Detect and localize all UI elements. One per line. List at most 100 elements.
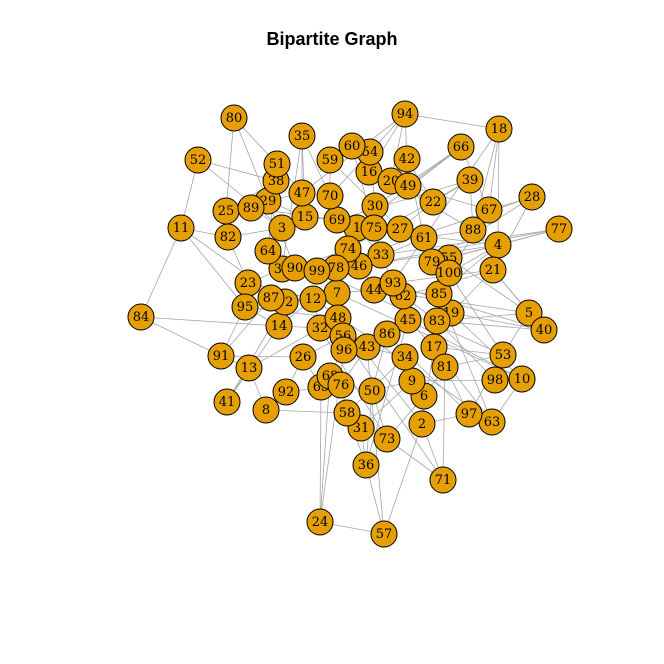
vertex-53: 53	[489, 341, 517, 369]
vertex-69: 69	[323, 206, 351, 234]
vertex-label: 92	[278, 385, 295, 400]
vertex-label: 27	[392, 222, 409, 237]
vertex-label: 67	[481, 203, 498, 218]
vertex-circle	[373, 320, 401, 348]
vertex-circle	[459, 216, 487, 244]
vertex-100: 100	[435, 259, 463, 287]
vertex-label: 59	[322, 153, 339, 168]
vertex-label: 73	[379, 432, 396, 447]
vertex-23: 23	[234, 269, 262, 297]
vertex-label: 6	[420, 389, 428, 404]
vertex-circle	[333, 399, 361, 427]
edge-2-57	[383, 423, 423, 535]
vertex-circle	[455, 400, 483, 428]
vertex-circle	[508, 365, 536, 393]
vertex-label: 38	[268, 174, 285, 189]
vertex-66: 66	[447, 133, 475, 161]
vertex-circle	[254, 237, 282, 265]
vertex-label: 39	[462, 173, 479, 188]
vertex-label: 30	[367, 199, 384, 214]
vertex-circle	[410, 224, 438, 252]
vertex-circle	[447, 133, 475, 161]
vertex-27: 27	[386, 215, 414, 243]
vertex-15: 15	[291, 203, 319, 231]
vertex-8: 8	[252, 396, 280, 424]
vertex-label: 52	[190, 153, 207, 168]
vertex-82: 82	[214, 223, 242, 251]
vertex-label: 85	[431, 287, 448, 302]
vertex-42: 42	[393, 145, 421, 173]
vertex-7: 7	[323, 279, 351, 307]
vertex-circle	[393, 145, 421, 173]
edge-18-93	[392, 128, 500, 284]
vertex-label: 22	[425, 195, 442, 210]
vertex-label: 12	[305, 292, 322, 307]
edge-84-14	[140, 316, 280, 327]
edge-94-18	[404, 113, 500, 130]
vertex-label: 2	[418, 417, 426, 432]
vertex-label: 95	[237, 300, 254, 315]
vertex-label: 66	[453, 140, 470, 155]
edge-91-26	[220, 355, 304, 358]
vertex-10: 10	[508, 365, 536, 393]
edge-53-100	[448, 272, 504, 356]
vertex-11: 11	[167, 214, 195, 242]
edge-11-95	[180, 227, 246, 308]
vertex-label: 23	[240, 276, 257, 291]
vertex-label: 75	[366, 221, 383, 236]
vertex-circle	[367, 241, 395, 269]
vertex-label: 93	[385, 276, 402, 291]
edge-5-55	[448, 257, 530, 314]
vertex-circle	[127, 303, 155, 331]
edge-71-56	[342, 335, 444, 481]
vertex-circle	[316, 146, 344, 174]
vertex-label: 63	[484, 415, 501, 430]
vertex-label: 3	[278, 221, 286, 236]
vertex-circle	[408, 410, 436, 438]
vertex-91: 91	[207, 342, 235, 370]
vertex-circle	[184, 146, 212, 174]
vertex-75: 75	[360, 214, 388, 242]
vertex-label: 31	[353, 421, 370, 436]
vertex-label: 71	[435, 473, 452, 488]
vertex-97: 97	[455, 400, 483, 428]
vertex-41: 41	[213, 388, 241, 416]
edge-66-30	[374, 146, 462, 207]
vertex-label: 91	[213, 349, 230, 364]
vertex-label: 24	[312, 515, 329, 530]
vertex-circle	[288, 122, 316, 150]
vertex-label: 21	[485, 263, 502, 278]
vertex-label: 34	[397, 350, 414, 365]
vertex-label: 53	[495, 348, 512, 363]
vertex-label: 36	[358, 458, 375, 473]
vertex-94: 94	[391, 100, 419, 128]
vertex-label: 74	[340, 242, 357, 257]
vertex-13: 13	[235, 354, 263, 382]
vertex-circle	[423, 307, 451, 335]
vertex-label: 45	[400, 313, 417, 328]
vertex-circle	[379, 269, 407, 297]
vertex-circle	[429, 466, 457, 494]
vertex-label: 42	[399, 152, 416, 167]
edge-98-83	[436, 320, 496, 381]
vertex-label: 78	[328, 261, 345, 276]
vertex-88: 88	[459, 216, 487, 244]
vertex-50: 50	[358, 377, 386, 405]
vertex-39: 39	[456, 166, 484, 194]
vertex-label: 50	[364, 384, 381, 399]
vertex-label: 7	[333, 286, 341, 301]
vertex-circle	[394, 172, 422, 200]
vertex-label: 51	[269, 157, 286, 172]
vertex-circle	[299, 285, 327, 313]
vertex-circle	[167, 214, 195, 242]
vertex-59: 59	[316, 146, 344, 174]
vertex-label: 99	[309, 264, 326, 279]
vertex-circle	[489, 341, 517, 369]
vertex-12: 12	[299, 285, 327, 313]
vertex-circle	[214, 223, 242, 251]
vertex-43: 43	[353, 333, 381, 361]
chart-title: Bipartite Graph	[266, 29, 398, 49]
vertex-95: 95	[231, 293, 259, 321]
vertex-label: 13	[241, 361, 258, 376]
